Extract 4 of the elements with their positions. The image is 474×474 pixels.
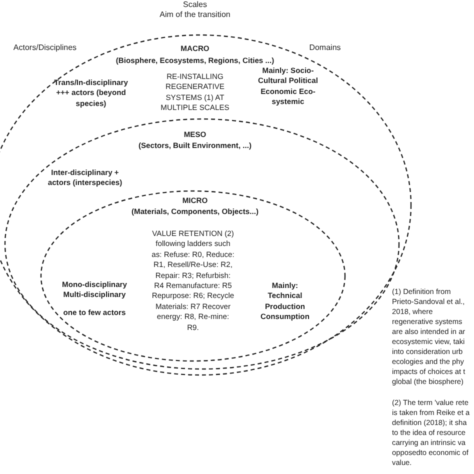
scale-label: Scales <box>182 0 208 10</box>
axis-label: Domains <box>308 43 342 54</box>
axis-label: Actors/Disciplines <box>12 43 78 54</box>
heading-label: Aim of the transition <box>158 10 232 20</box>
